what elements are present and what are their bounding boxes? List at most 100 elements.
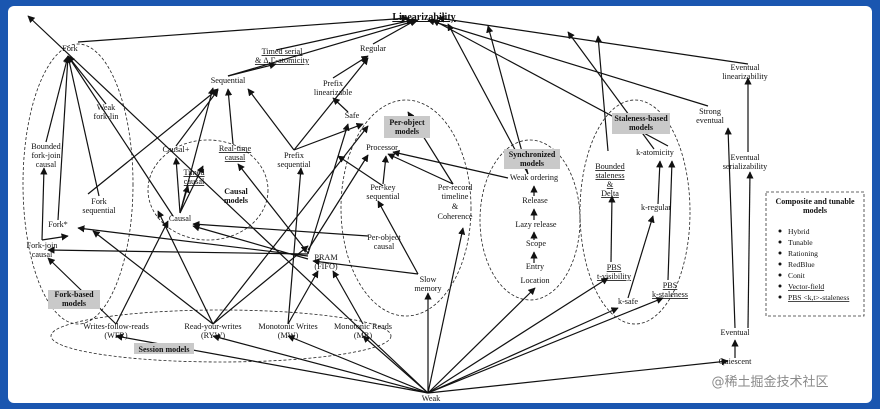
causal-group-ellipse	[147, 139, 269, 241]
edge-arrow	[307, 154, 369, 251]
edge-arrow	[427, 227, 466, 394]
edge-arrow	[372, 19, 417, 45]
edge-arrow	[65, 55, 100, 197]
legend-bullet	[778, 284, 782, 288]
mr-node: Monotonic Reads(MR)	[334, 322, 392, 340]
edge-arrow	[92, 230, 214, 325]
processor-node: Processor	[366, 143, 398, 152]
sequential-node: Sequential	[211, 76, 246, 85]
edge-arrow	[427, 297, 664, 394]
pram-node: PRAM(FIFO)	[314, 253, 338, 271]
edge-arrow	[667, 160, 676, 281]
edge-arrow	[67, 55, 107, 105]
edge-arrow	[332, 270, 364, 325]
ryw-node: Read-your-writes(RYW)	[184, 322, 241, 340]
scope-node: Scope	[526, 239, 546, 248]
legend-item: RedBlue	[788, 260, 815, 269]
edge-arrow	[192, 224, 309, 260]
legend-item: PBS <k,t>-staleness	[788, 293, 849, 302]
edge-arrow	[287, 167, 305, 325]
edge-arrow	[77, 14, 409, 43]
edge-arrow	[724, 127, 736, 329]
edge-arrow	[41, 233, 69, 241]
fork-group-ellipse	[22, 43, 134, 325]
staleness-group-ellipse	[579, 99, 691, 325]
legend-item: Hybrid	[788, 227, 810, 236]
per-record-amp: &	[452, 202, 459, 211]
edge-arrow	[172, 157, 181, 214]
edge-arrow	[212, 334, 429, 394]
edge-arrow	[87, 88, 219, 195]
edge-arrow	[179, 165, 204, 214]
edge-arrow	[392, 149, 509, 179]
safe-node: Safe	[345, 111, 360, 120]
k-regular-node: k-regular	[641, 203, 671, 212]
edge-arrow	[332, 55, 369, 79]
edge-arrow	[192, 220, 369, 237]
edge-arrow	[627, 215, 655, 299]
legend-item: Rationing	[788, 249, 818, 258]
edge-arrow	[362, 335, 429, 394]
edge-arrow	[746, 171, 754, 329]
legend-box	[765, 191, 865, 317]
legend-items: HybridTunableRationingRedBlueConitVector…	[778, 227, 849, 302]
linearizability-node: Linearizability	[392, 12, 455, 23]
edge-arrow	[67, 55, 174, 217]
edge-arrow	[307, 123, 350, 255]
edge-layer	[27, 14, 754, 394]
edge-arrow	[312, 258, 419, 275]
edge-arrow	[287, 335, 429, 394]
legend-item: Tunable	[788, 238, 813, 247]
regular-node: Regular	[360, 44, 386, 53]
edge-arrow	[608, 195, 616, 263]
legend-item: Vector-field	[788, 282, 824, 291]
edge-arrow	[77, 225, 309, 257]
edge-arrow	[377, 200, 419, 275]
watermark-text: @稀土掘金技术社区	[711, 374, 828, 390]
legend-item: Conit	[788, 271, 806, 280]
legend-bullet	[778, 240, 782, 244]
lazy-release-node: Lazy release	[515, 220, 556, 229]
fork-node: Fork	[62, 44, 78, 53]
mw-node: Monotonic Writes(MW)	[258, 322, 317, 340]
k-safe-node: k-safe	[618, 297, 638, 306]
edge-arrow	[337, 155, 384, 187]
location-node: Location	[520, 276, 549, 285]
edge-arrow	[179, 87, 215, 214]
edge-arrow	[427, 307, 619, 394]
edge-arrow	[157, 210, 214, 325]
eventual-node: Eventual	[720, 328, 750, 337]
edge-arrow	[57, 55, 72, 221]
edge-arrow	[332, 97, 349, 113]
edge-arrow	[656, 160, 664, 205]
edge-arrow	[293, 57, 369, 151]
legend-bullet	[778, 251, 782, 255]
per-object-group-ellipse	[340, 99, 472, 317]
edge-arrow	[212, 245, 309, 325]
edge-arrow	[275, 17, 414, 51]
group-label-session: Session models	[139, 345, 190, 354]
edge-arrow	[293, 122, 364, 151]
edge-arrow	[27, 15, 429, 394]
legend-bullet	[778, 273, 782, 277]
weak-ordering-node: Weak ordering	[510, 173, 558, 182]
k-atomicity-node: k-atomicity	[636, 148, 675, 157]
